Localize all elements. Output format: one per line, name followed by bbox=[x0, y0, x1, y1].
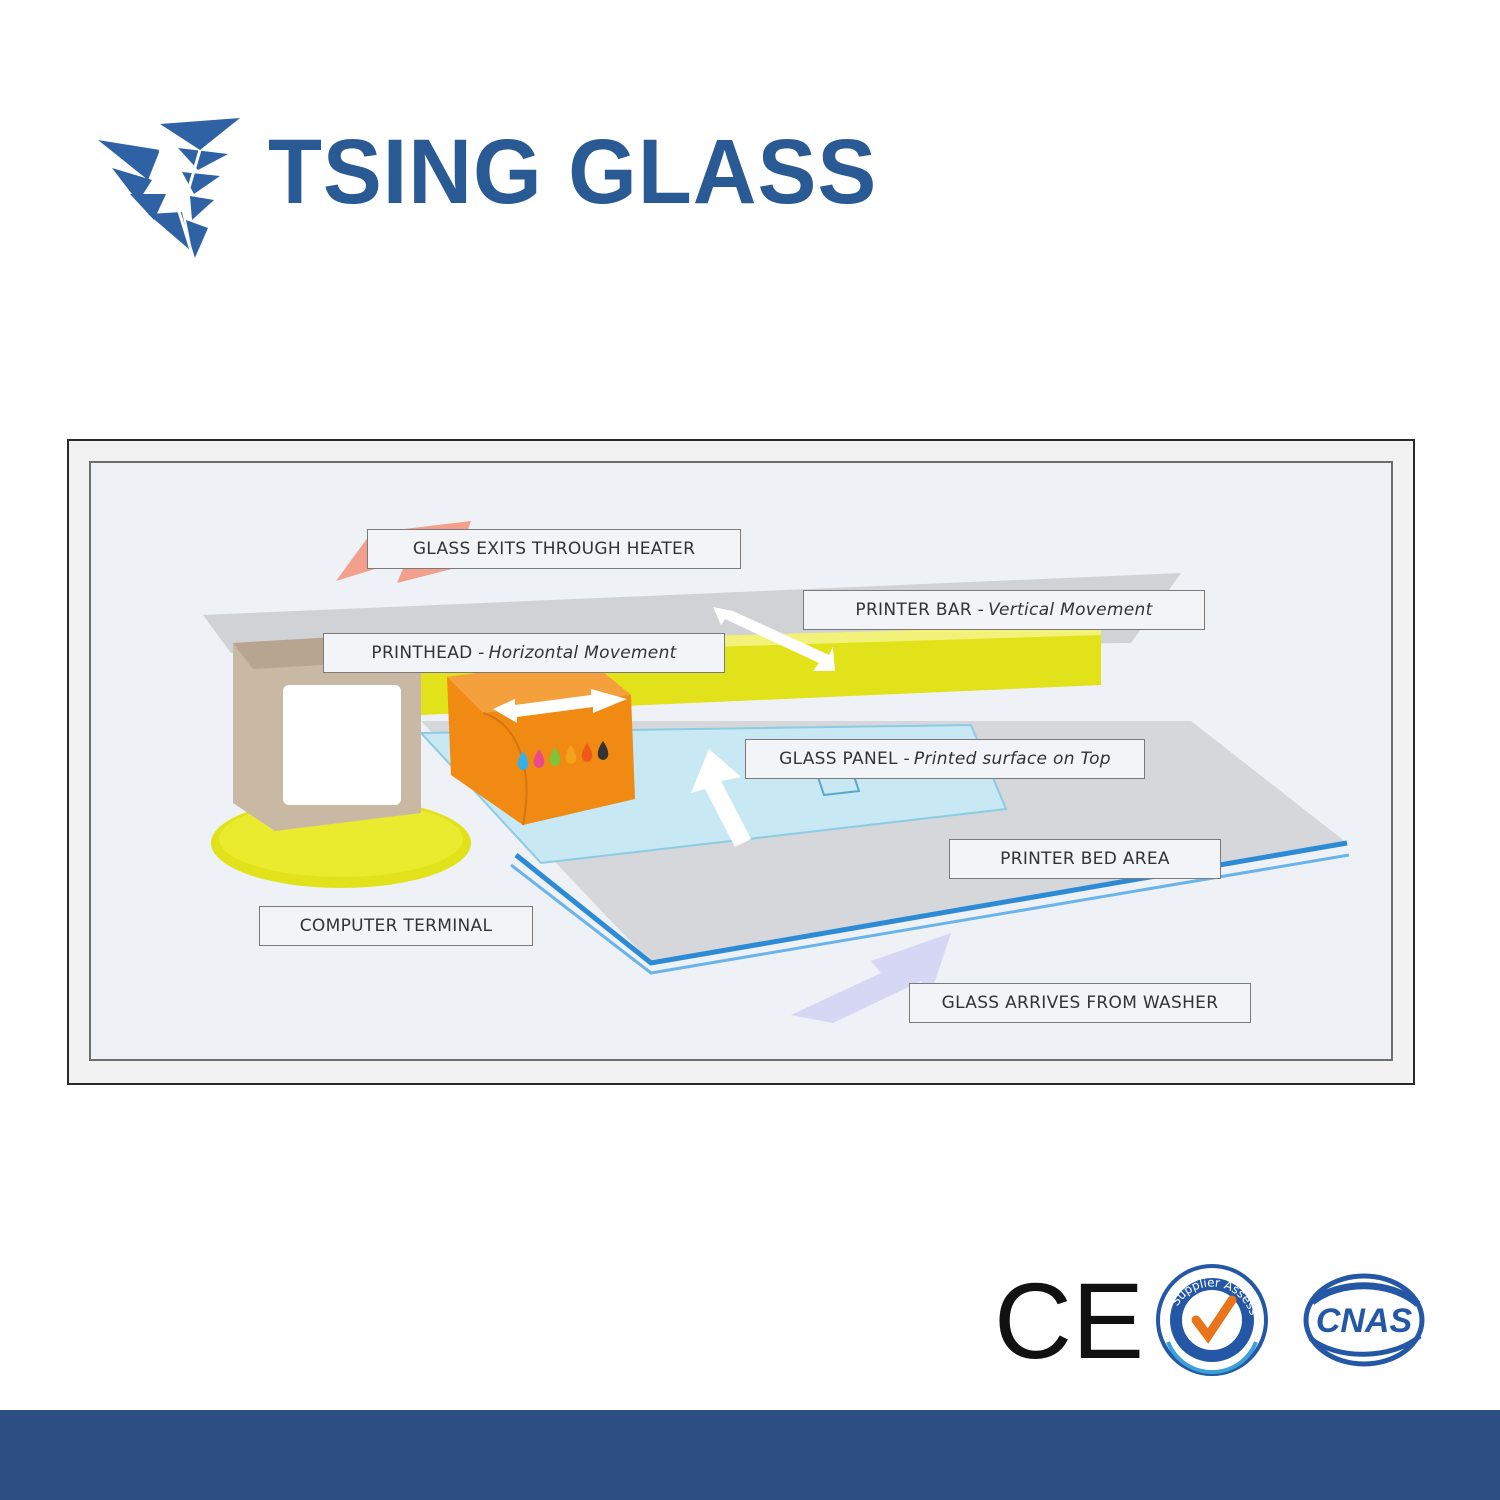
diagram-canvas: GLASS EXITS THROUGH HEATER PRINTER BAR -… bbox=[89, 461, 1393, 1061]
svg-text:CNAS: CNAS bbox=[1316, 1302, 1413, 1340]
ink-drop bbox=[533, 749, 545, 768]
svg-text:CE: CE bbox=[994, 1262, 1144, 1381]
ink-drop bbox=[581, 743, 593, 762]
ink-drop bbox=[549, 747, 561, 766]
label-computer-terminal: COMPUTER TERMINAL bbox=[259, 906, 533, 946]
label-printer-bar: PRINTER BAR -Vertical Movement bbox=[803, 590, 1205, 630]
label-printhead: PRINTHEAD -Horizontal Movement bbox=[323, 633, 725, 673]
ink-drop bbox=[565, 745, 577, 764]
brand-name: TSING GLASS bbox=[268, 121, 878, 223]
ink-drop bbox=[597, 741, 609, 760]
ink-drop bbox=[517, 751, 529, 770]
bird-logo-icon bbox=[98, 118, 240, 261]
ink-drops bbox=[517, 741, 609, 770]
glass-arrives-arrow bbox=[791, 933, 951, 1023]
printer-bed-edge bbox=[514, 840, 1348, 966]
cnas-mark-icon: CNAS bbox=[1303, 1273, 1425, 1367]
ce-mark-icon: CE bbox=[994, 1262, 1144, 1381]
footer-bar bbox=[0, 1410, 1500, 1500]
label-glass-arrives: GLASS ARRIVES FROM WASHER bbox=[909, 983, 1251, 1023]
label-glass-exits: GLASS EXITS THROUGH HEATER bbox=[367, 529, 741, 569]
printhead-arrow bbox=[493, 689, 627, 723]
glass-panel-arrow bbox=[691, 749, 751, 847]
label-glass-panel: GLASS PANEL -Printed surface on Top bbox=[745, 739, 1145, 779]
label-printer-bed: PRINTER BED AREA bbox=[949, 839, 1221, 879]
printer-bar-arrow bbox=[713, 607, 835, 671]
diagram-frame: GLASS EXITS THROUGH HEATER PRINTER BAR -… bbox=[67, 439, 1415, 1085]
